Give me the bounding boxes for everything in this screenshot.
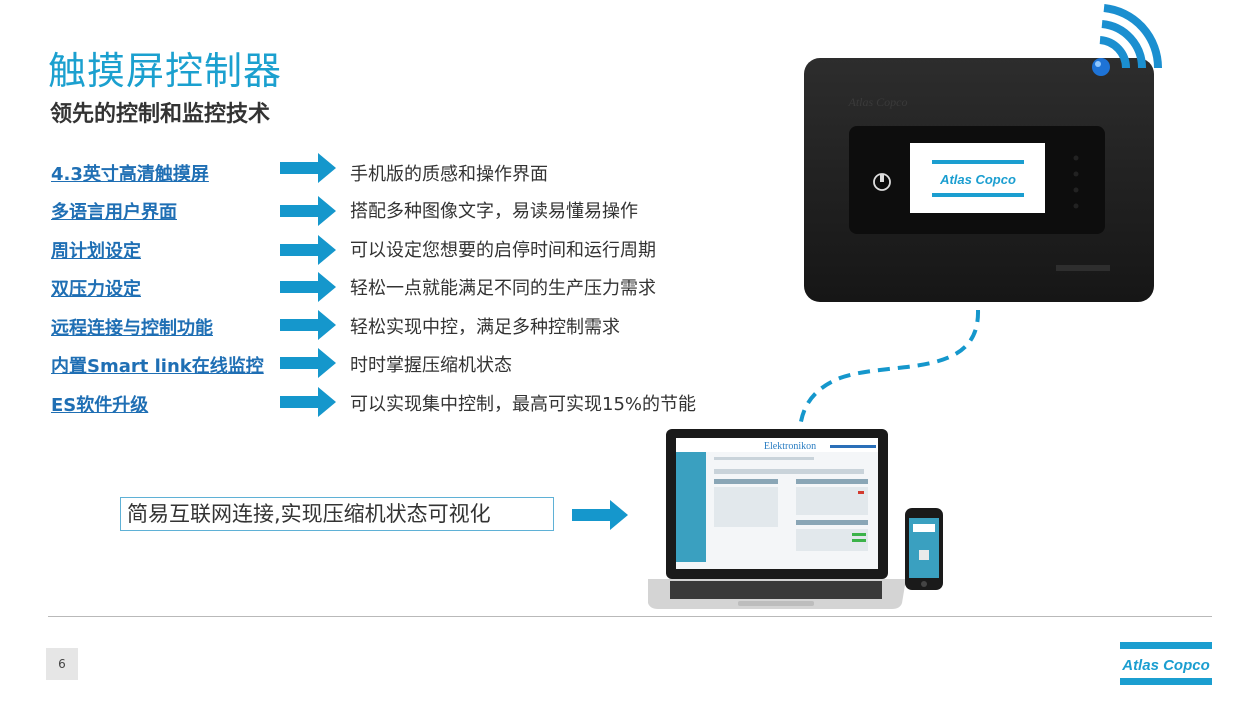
arrow-right-icon	[280, 387, 336, 417]
feature-link-smartlink[interactable]: 内置Smart link在线监控	[51, 356, 264, 377]
arrow-right-icon	[280, 153, 336, 183]
feature-desc: 可以实现集中控制，最高可实现15%的节能	[350, 394, 697, 415]
feature-desc: 搭配多种图像文字，易读易懂易操作	[350, 201, 638, 222]
device-brand-text: Atlas Copco	[848, 95, 908, 109]
feature-link-weekly-schedule[interactable]: 周计划设定	[51, 241, 141, 262]
feature-desc: 轻松实现中控，满足多种控制需求	[350, 317, 620, 338]
touchscreen-controller-image: Atlas Copco Atlas Copco	[804, 4, 1163, 302]
device-screen-logo: Atlas Copco	[939, 172, 1016, 187]
internet-callout-box: 简易互联网连接,实现压缩机状态可视化	[120, 497, 554, 531]
arrow-right-icon	[280, 310, 336, 340]
feature-link-es-upgrade[interactable]: ES软件升级	[51, 395, 149, 416]
feature-link-multilanguage[interactable]: 多语言用户界面	[51, 202, 177, 223]
feature-desc: 可以设定您想要的启停时间和运行周期	[350, 240, 656, 261]
arrow-right-icon	[280, 235, 336, 265]
connection-dashed-line	[798, 309, 981, 429]
feature-link-touchscreen[interactable]: 4.3英寸高清触摸屏	[51, 164, 209, 185]
laptop-image: Elektronikon	[648, 429, 906, 609]
feature-desc: 时时掌握压缩机状态	[350, 355, 512, 376]
arrow-right-icon	[572, 500, 628, 530]
laptop-screen-title: Elektronikon	[764, 441, 816, 452]
page-number: 6	[46, 648, 78, 680]
smartphone-image	[905, 508, 943, 590]
arrow-right-icon	[280, 272, 336, 302]
slide-subtitle: 领先的控制和监控技术	[50, 102, 271, 127]
arrow-right-icon	[280, 196, 336, 226]
feature-desc: 手机版的质感和操作界面	[350, 164, 548, 185]
feature-desc: 轻松一点就能满足不同的生产压力需求	[350, 278, 656, 299]
logo-text: Atlas Copco	[1121, 657, 1210, 674]
slide-title: 触摸屏控制器	[48, 49, 283, 93]
feature-link-dual-pressure[interactable]: 双压力设定	[51, 279, 141, 300]
arrow-right-icon	[280, 348, 336, 378]
atlas-copco-logo: Atlas Copco	[1120, 642, 1212, 685]
footer-divider	[48, 616, 1212, 617]
feature-link-remote-control[interactable]: 远程连接与控制功能	[51, 318, 213, 339]
